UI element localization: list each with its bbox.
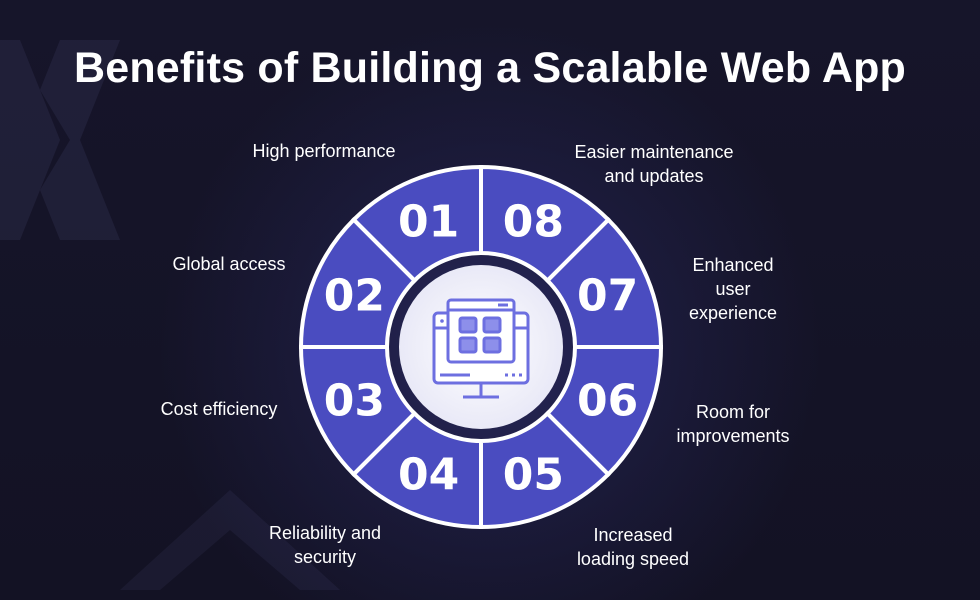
label-high-performance: High performance	[252, 141, 396, 161]
segment-number-06: 06	[577, 375, 638, 426]
wheel-segments: 01 02 03 04 05 06 07 08	[298, 164, 664, 530]
page-title: Benefits of Building a Scalable Web App	[73, 44, 907, 92]
wheel-outer-rim	[299, 165, 663, 529]
label-cost-efficiency: Cost efficiency	[160, 399, 278, 419]
decorative-x-shape	[0, 40, 120, 240]
segment-number-03: 03	[324, 375, 385, 426]
label-global-access: Global access	[172, 254, 286, 274]
segment-number-01: 01	[398, 196, 459, 247]
web-app-monitor-icon	[432, 298, 530, 399]
label-room-for-improvements: Room for improvements	[676, 402, 790, 446]
segment-number-05: 05	[503, 450, 564, 501]
segment-number-07: 07	[577, 271, 638, 322]
label-increased-loading-speed: Increased loading speed	[576, 525, 690, 569]
segment-number-08: 08	[503, 196, 564, 247]
decorative-chevron-shape	[120, 490, 340, 590]
segment-number-02: 02	[324, 271, 385, 322]
label-reliability-and-security: Reliability and security	[268, 523, 382, 567]
label-enhanced-user-experience: Enhanced user experience	[688, 255, 778, 323]
label-easier-maintenance-and-updates: Easier maintenance and updates	[574, 142, 734, 186]
segment-number-04: 04	[398, 450, 459, 501]
